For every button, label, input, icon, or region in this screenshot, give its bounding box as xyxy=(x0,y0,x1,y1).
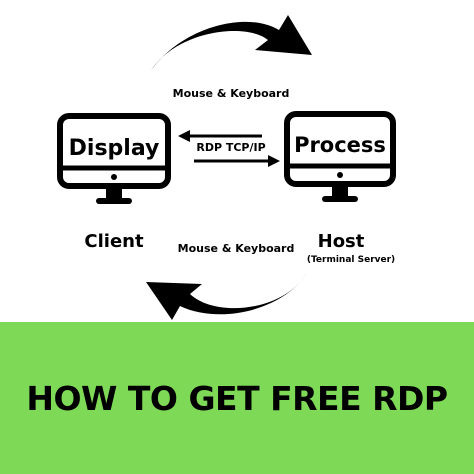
top-arrow-label: Mouse & Keyboard xyxy=(173,87,290,100)
client-monitor xyxy=(57,113,171,204)
top-curved-arrow xyxy=(150,15,312,72)
link-label: RDP TCP/IP xyxy=(196,141,265,154)
host-caption: Host xyxy=(318,231,365,252)
right-pointing-arrow xyxy=(194,155,280,167)
title-banner: HOW TO GET FREE RDP xyxy=(0,322,474,474)
left-pointing-arrow xyxy=(178,130,262,142)
host-screen-text: Process xyxy=(294,133,386,157)
bottom-curved-arrow xyxy=(146,272,307,320)
host-monitor xyxy=(284,111,396,202)
banner-title: HOW TO GET FREE RDP xyxy=(26,378,448,418)
bottom-arrow-label: Mouse & Keyboard xyxy=(178,242,295,255)
host-subcaption: (Terminal Server) xyxy=(307,255,395,265)
client-screen-text: Display xyxy=(69,136,160,161)
rdp-diagram: Mouse & Keyboard Display Process RDP TCP… xyxy=(57,15,396,320)
client-caption: Client xyxy=(84,231,144,252)
